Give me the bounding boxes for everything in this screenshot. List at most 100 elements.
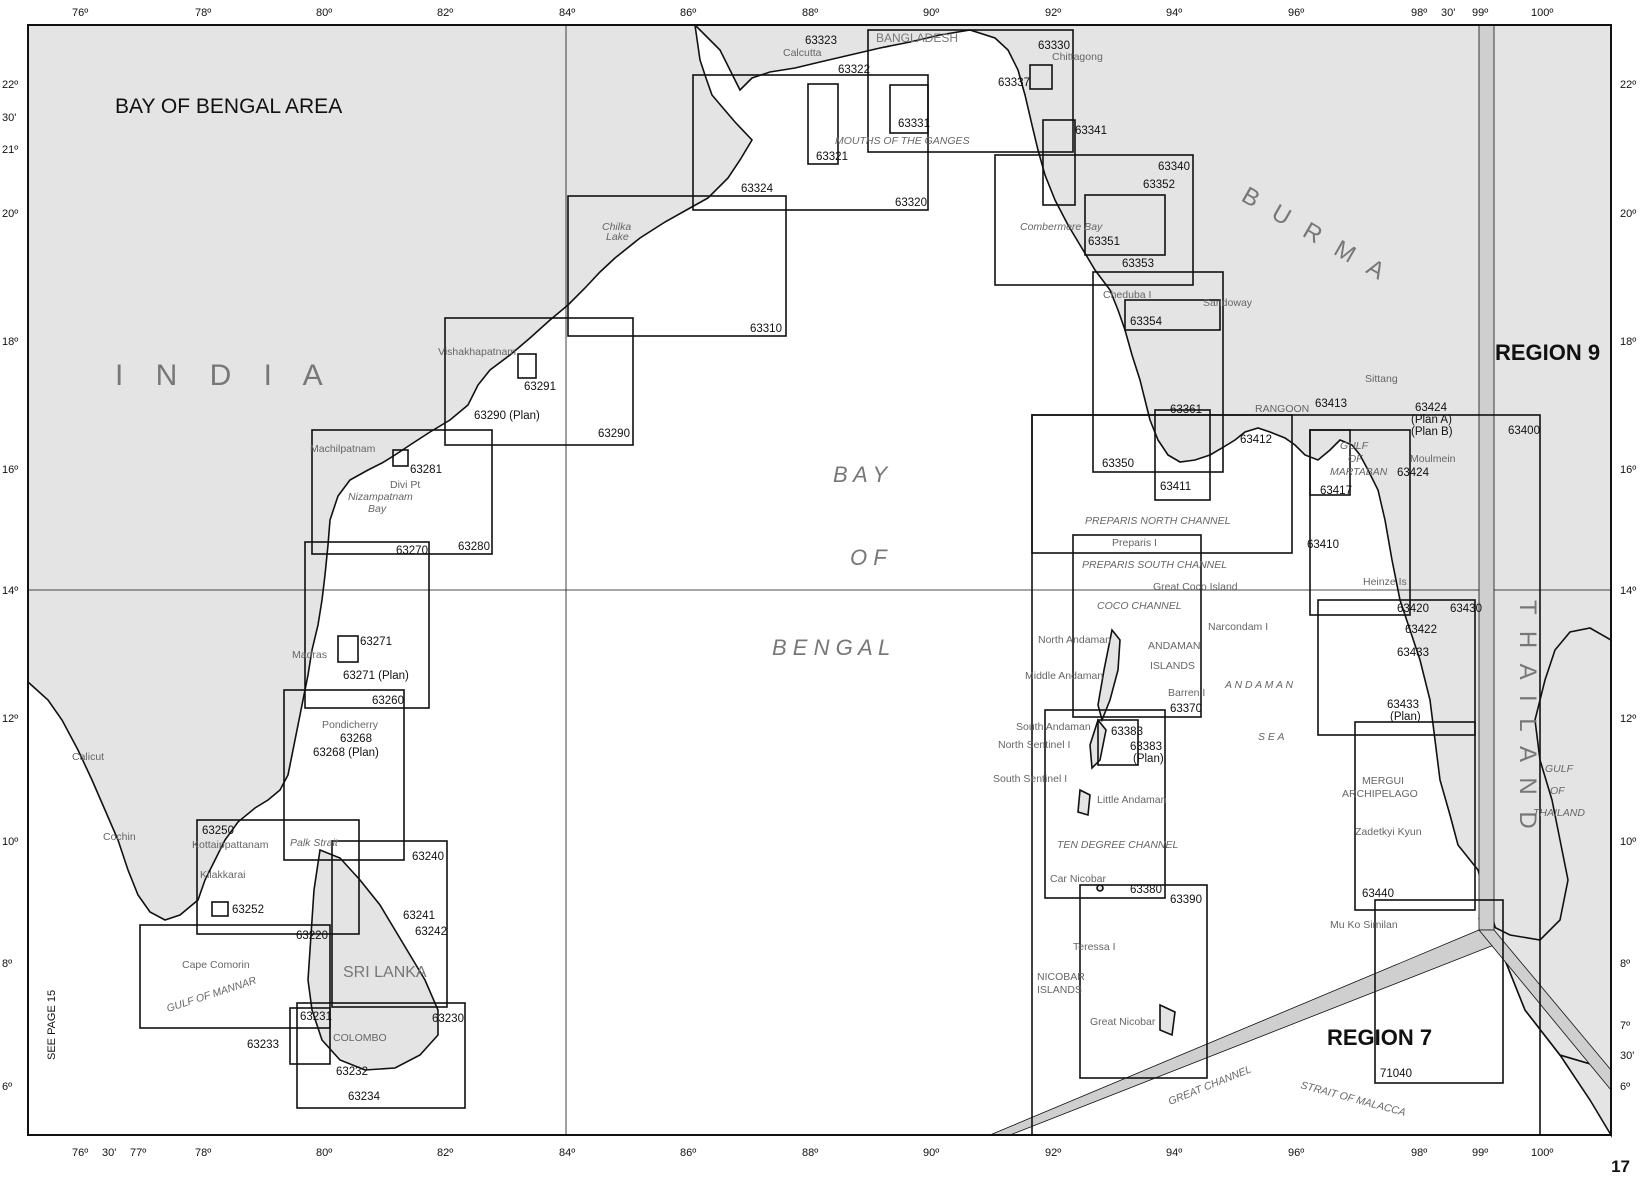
chart-number[interactable]: 63330 (1038, 40, 1070, 52)
chart-number[interactable]: 63341 (1075, 125, 1107, 137)
chart-box-63260[interactable] (283, 689, 405, 861)
chart-box-63330[interactable] (867, 29, 1074, 153)
chart-number[interactable]: 63433 (1387, 699, 1419, 711)
chart-number[interactable]: 63242 (415, 926, 447, 938)
chart-box-63417[interactable] (1309, 429, 1351, 496)
chart-box-63383[interactable] (1097, 719, 1139, 766)
chart-number[interactable]: 63383 (1111, 726, 1143, 738)
chart-box-63290[interactable] (444, 317, 634, 446)
chart-number[interactable]: 63271 (Plan) (343, 670, 409, 682)
chart-number[interactable]: 63337 (998, 77, 1030, 89)
chart-number[interactable]: 63241 (403, 910, 435, 922)
chart-box-63280[interactable] (311, 429, 493, 555)
chart-number[interactable]: 63230 (432, 1013, 464, 1025)
chart-box-71040[interactable] (1374, 899, 1504, 1084)
chart-number[interactable]: 63270 (396, 545, 428, 557)
chart-number[interactable]: 63422 (1405, 624, 1437, 636)
chart-box-63320[interactable] (692, 74, 929, 211)
chart-number[interactable]: 63321 (816, 151, 848, 163)
chart-number[interactable]: (Plan) (1133, 753, 1164, 765)
chart-box-63271[interactable] (337, 635, 359, 663)
chart-number[interactable]: 63411 (1160, 481, 1191, 493)
chart-number[interactable]: 63220 (296, 930, 328, 942)
chart-number[interactable]: 63268 (Plan) (313, 747, 379, 759)
chart-number[interactable]: 63417 (1320, 485, 1352, 497)
chart-box-63252[interactable] (211, 901, 229, 917)
chart-number[interactable]: 71040 (1380, 1068, 1412, 1080)
chart-number[interactable]: 63260 (372, 695, 404, 707)
chart-box-63341[interactable] (1042, 119, 1076, 206)
chart-box-63331[interactable] (889, 84, 929, 134)
chart-number[interactable]: 63310 (750, 323, 782, 335)
chart-number[interactable]: 63250 (202, 825, 234, 837)
chart-number[interactable]: 63410 (1307, 539, 1339, 551)
chart-box-63370[interactable] (1072, 534, 1202, 718)
chart-box-63411[interactable] (1154, 409, 1211, 501)
chart-number[interactable]: 63240 (412, 851, 444, 863)
chart-number[interactable]: (Plan B) (1411, 426, 1453, 438)
chart-box-63350[interactable] (1092, 271, 1224, 473)
chart-number[interactable]: 63424 (1397, 467, 1430, 479)
chart-box-63430[interactable] (1317, 599, 1476, 736)
chart-number[interactable]: 63281 (410, 464, 442, 476)
chart-number[interactable]: 63351 (1088, 236, 1120, 248)
chart-number[interactable]: 63380 (1130, 884, 1162, 896)
chart-number[interactable]: 63424 (1415, 402, 1448, 414)
chart-number[interactable]: 63233 (247, 1039, 279, 1051)
place-middle-andaman: Middle Andaman (1025, 670, 1103, 682)
chart-number[interactable]: 63350 (1102, 458, 1134, 470)
chart-number[interactable]: 63271 (360, 636, 392, 648)
chart-box-63250[interactable] (196, 819, 360, 935)
chart-box-63340[interactable] (994, 154, 1194, 286)
chart-number[interactable]: 63331 (898, 118, 930, 130)
chart-number[interactable]: (Plan A) (1411, 414, 1452, 426)
chart-number[interactable]: 63413 (1315, 398, 1347, 410)
chart-box-63270[interactable] (304, 541, 430, 709)
chart-number[interactable]: 63390 (1170, 894, 1202, 906)
chart-box-63354[interactable] (1124, 299, 1221, 331)
chart-number[interactable]: 63320 (895, 197, 927, 209)
chart-box-63240[interactable] (331, 840, 448, 1008)
chart-number[interactable]: 63291 (524, 381, 556, 393)
chart-number[interactable]: 63352 (1143, 179, 1175, 191)
chart-number[interactable]: 63400 (1508, 425, 1540, 437)
chart-number[interactable]: 63361 (1170, 404, 1202, 416)
chart-number[interactable]: 63231 (300, 1011, 332, 1023)
chart-number[interactable]: 63420 (1397, 603, 1429, 615)
chart-box-63380[interactable] (1044, 709, 1166, 899)
chart-number[interactable]: (Plan) (1390, 711, 1421, 723)
chart-box-63281[interactable] (392, 449, 409, 467)
chart-box-63310[interactable] (567, 195, 787, 337)
chart-box-63390[interactable] (1079, 884, 1208, 1079)
chart-number[interactable]: 63433 (1397, 647, 1429, 659)
place-great-nicobar: Great Nicobar (1090, 1016, 1156, 1028)
chart-box-63337[interactable] (1029, 64, 1053, 90)
chart-number[interactable]: 63383 (1130, 741, 1162, 753)
place-nicobar-islands-1: NICOBAR (1037, 971, 1085, 983)
chart-number[interactable]: 63234 (348, 1091, 381, 1103)
chart-number[interactable]: 63322 (838, 64, 870, 76)
chart-number[interactable]: 63290 (598, 428, 630, 440)
chart-box-63230[interactable] (296, 1002, 466, 1109)
chart-number[interactable]: 63280 (458, 541, 490, 553)
chart-number[interactable]: 63232 (336, 1066, 368, 1078)
chart-box-63220[interactable] (139, 924, 331, 1029)
chart-number[interactable]: 63353 (1122, 258, 1154, 270)
chart-box-63351[interactable] (1084, 194, 1166, 256)
chart-number[interactable]: 63340 (1158, 161, 1190, 173)
chart-number[interactable]: 63430 (1450, 603, 1482, 615)
chart-box-63321[interactable] (807, 83, 839, 165)
chart-number[interactable]: 63354 (1130, 316, 1163, 328)
chart-number[interactable]: 63440 (1362, 888, 1394, 900)
chart-number[interactable]: 63323 (805, 35, 837, 47)
chart-number[interactable]: 63252 (232, 904, 264, 916)
chart-number[interactable]: 63412 (1240, 434, 1272, 446)
chart-number[interactable]: 63370 (1170, 703, 1202, 715)
chart-box-63440[interactable] (1354, 721, 1476, 911)
chart-box-63231[interactable] (289, 1007, 331, 1065)
chart-box-63420[interactable] (1309, 429, 1411, 616)
chart-box-63291[interactable] (517, 353, 537, 379)
chart-number[interactable]: 63290 (Plan) (474, 410, 540, 422)
chart-number[interactable]: 63324 (741, 183, 774, 195)
chart-number[interactable]: 63268 (340, 733, 372, 745)
